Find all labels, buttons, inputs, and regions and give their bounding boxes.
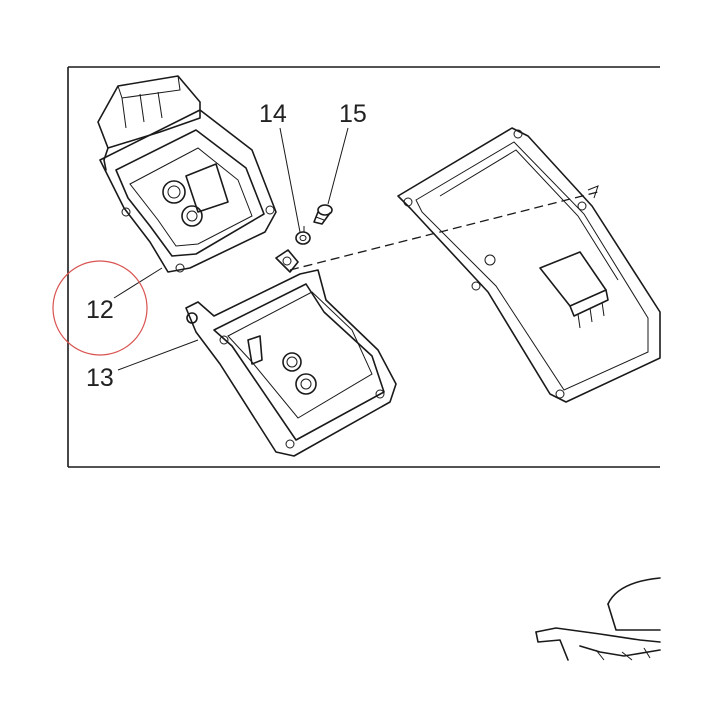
screw-part-15 xyxy=(313,204,333,225)
callout-12: 12 xyxy=(86,296,114,324)
ecu-unit-part-12 xyxy=(97,75,277,273)
callout-15: 15 xyxy=(339,100,367,128)
callout-14: 14 xyxy=(259,100,287,128)
assembly-lines xyxy=(289,185,599,271)
bracket-part-13 xyxy=(185,249,397,457)
leader-lines xyxy=(113,127,349,371)
diagram-frame xyxy=(67,66,660,468)
washer-part-14 xyxy=(295,231,311,245)
mounting-plate xyxy=(397,127,661,403)
highlight-circle xyxy=(52,260,148,356)
callout-13: 13 xyxy=(86,364,114,392)
partial-vehicle-illustration xyxy=(535,577,661,661)
